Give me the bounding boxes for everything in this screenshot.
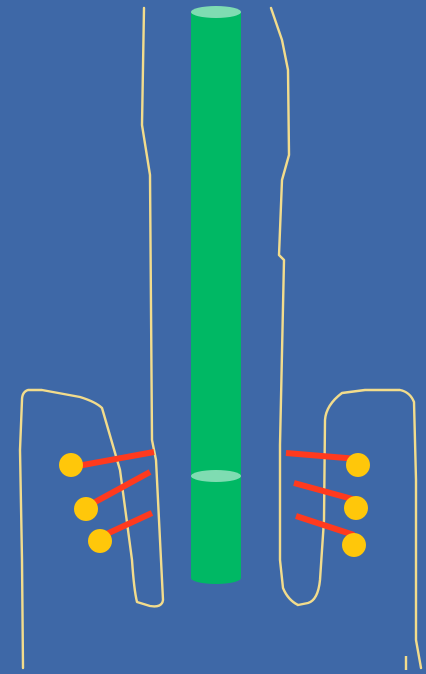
left-dot-3 <box>88 529 112 553</box>
tube-lower-top-cap <box>191 470 241 482</box>
tube-upper-top-cap <box>191 6 241 18</box>
right-dot-1 <box>346 453 370 477</box>
left-dot-1 <box>59 453 83 477</box>
right-dot-3 <box>342 533 366 557</box>
left-dot-2 <box>74 497 98 521</box>
tube-lower-bottom <box>191 572 241 584</box>
tube-lower-body <box>191 476 241 578</box>
right-dot-2 <box>344 496 368 520</box>
tube-upper-body <box>191 12 241 476</box>
